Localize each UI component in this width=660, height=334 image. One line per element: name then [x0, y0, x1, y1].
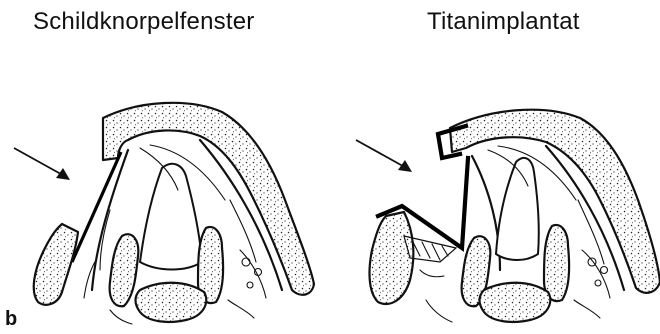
left-cartilage-fragment [34, 224, 78, 305]
right-diagram [356, 110, 660, 322]
left-diagram [14, 103, 314, 324]
left-window-edge [72, 152, 121, 262]
right-airway-lumen [496, 158, 539, 260]
left-airway-lumen [140, 164, 202, 270]
left-arrow [14, 148, 70, 180]
right-cricoid [480, 283, 551, 322]
right-cartilage-fragment [370, 212, 414, 304]
right-arrow [356, 140, 412, 172]
left-cricoid [136, 283, 207, 322]
left-arytenoid-left [110, 234, 139, 306]
right-arytenoid-right [544, 225, 569, 301]
panel-label: b [5, 308, 17, 331]
